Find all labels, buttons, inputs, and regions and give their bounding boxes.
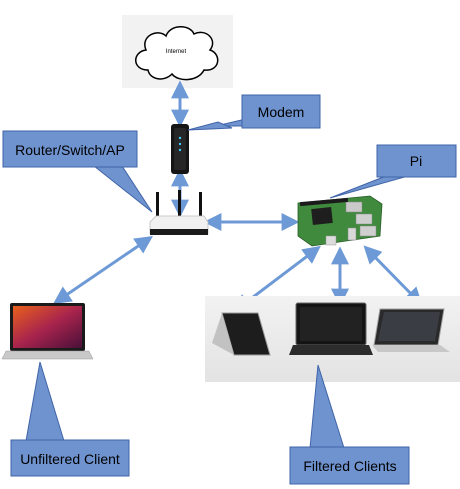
raspberry-pi-board xyxy=(297,195,383,247)
router-label: Router/Switch/AP xyxy=(15,142,125,158)
filtered-callout: Filtered Clients xyxy=(289,364,410,485)
router-callout: Router/Switch/AP xyxy=(2,130,153,213)
pi-filtered-link-right xyxy=(363,245,423,306)
unfiltered-label: Unfiltered Client xyxy=(20,451,120,467)
filtered-laptops xyxy=(205,296,460,382)
modem-callout: Modem xyxy=(187,94,321,131)
router-unfiltered-link xyxy=(53,235,153,305)
internet-label: Internet xyxy=(166,49,187,55)
modem-device xyxy=(171,124,189,174)
pi-callout: Pi xyxy=(329,144,457,199)
pi-label: Pi xyxy=(410,153,422,169)
internet-cloud: Internet xyxy=(122,15,233,88)
unfiltered-laptop xyxy=(1,303,94,360)
modem-label: Modem xyxy=(258,104,305,120)
unfiltered-callout: Unfiltered Client xyxy=(10,361,130,477)
router-device xyxy=(149,190,209,235)
filtered-label: Filtered Clients xyxy=(303,458,396,474)
